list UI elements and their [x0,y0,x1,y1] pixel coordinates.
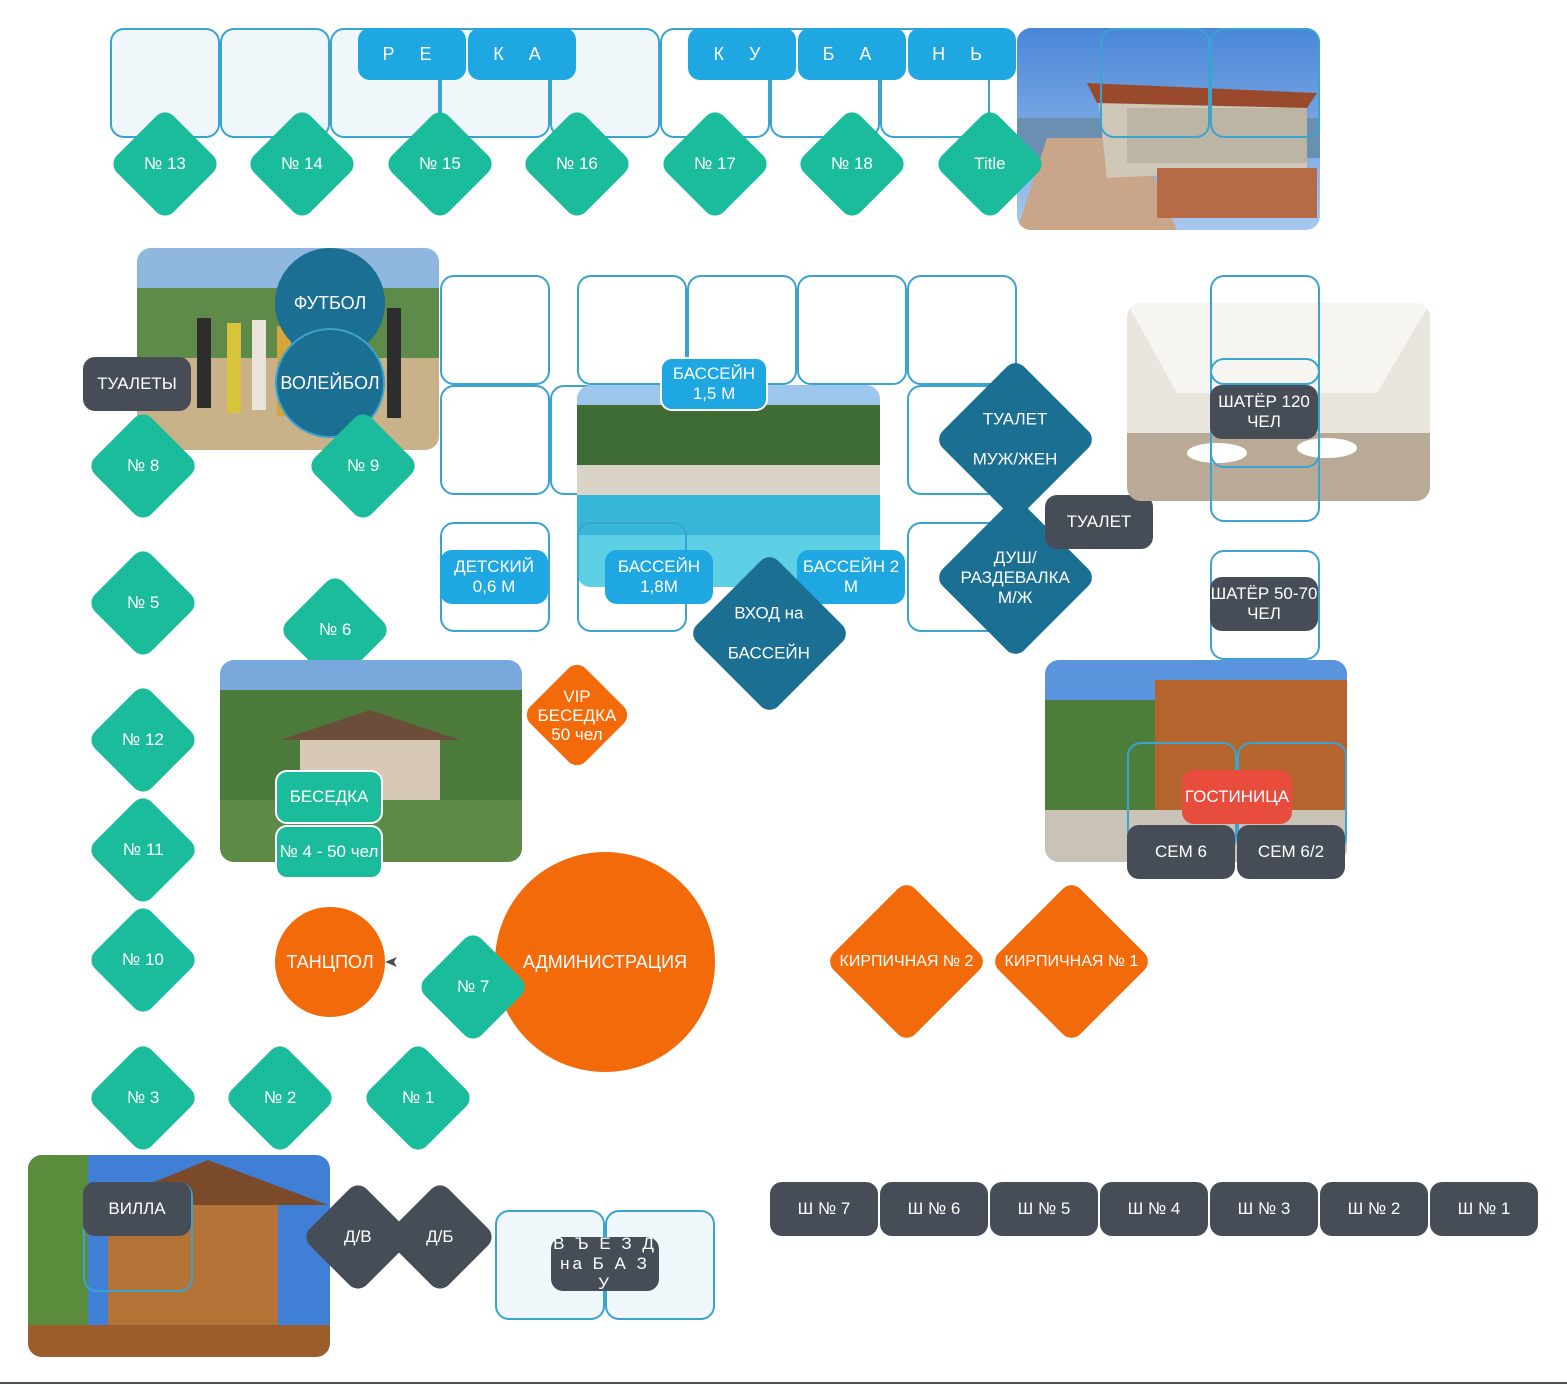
cottage-12[interactable]: № 12 [86,683,200,797]
brick-building-2[interactable]: КИРПИЧНАЯ № 2 [825,880,988,1043]
pool-grid-cell [577,275,687,385]
tent-sh-2[interactable]: Ш № 2 [1320,1182,1428,1236]
gazebo-4-50[interactable]: № 4 - 50 чел [275,825,383,879]
river-label-part: К А [468,28,576,80]
pool-grid-cell [797,275,907,385]
hotel-label[interactable]: ГОСТИНИЦА [1182,770,1292,824]
top-cabin-outline [220,28,330,138]
pool-kids[interactable]: ДЕТСКИЙ 0,6 М [440,550,548,604]
tent-sh-4[interactable]: Ш № 4 [1100,1182,1208,1236]
base-entrance[interactable]: В Ъ Е З Д на Б А З У [551,1234,659,1293]
tent-120[interactable]: ШАТЁР 120 ЧЕЛ [1210,385,1318,439]
cottage-5[interactable]: № 5 [86,546,200,660]
toilet[interactable]: ТУАЛЕТ [1045,495,1153,549]
river-label-part: Н Ь [908,28,1016,80]
cottage-10[interactable]: № 10 [86,903,200,1017]
toilets-sports[interactable]: ТУАЛЕТЫ [83,357,191,411]
cottage-2[interactable]: № 2 [223,1041,337,1155]
top-cabin-outline [1100,28,1210,138]
river-label-part: Б А [798,28,906,80]
pool-1-5m[interactable]: БАССЕЙН 1,5 М [660,357,768,411]
cottage-1[interactable]: № 1 [361,1041,475,1155]
pool-2m[interactable]: БАССЕЙН 2 М [797,550,905,604]
tent-sh-7[interactable]: Ш № 7 [770,1182,878,1236]
river-label-part: К У [688,28,796,80]
river-label-part: Р Е [358,28,466,80]
tent-sh-3[interactable]: Ш № 3 [1210,1182,1318,1236]
gazebo-label[interactable]: БЕСЕДКА [275,770,383,824]
sem-6-2[interactable]: СЕМ 6/2 [1237,825,1345,879]
pool-1-8m[interactable]: БАССЕЙН 1,8М [605,550,713,604]
bottom-divider [0,1382,1567,1384]
tent-sh-6[interactable]: Ш № 6 [880,1182,988,1236]
tent-50-70[interactable]: ШАТЁР 50-70 ЧЕЛ [1210,577,1318,631]
tent-outline [1210,275,1320,385]
tent-sh-1[interactable]: Ш № 1 [1430,1182,1538,1236]
villa[interactable]: ВИЛЛА [83,1182,191,1236]
tent-sh-5[interactable]: Ш № 5 [990,1182,1098,1236]
football-field[interactable]: ФУТБОЛ [275,248,385,358]
brick-building-1[interactable]: КИРПИЧНАЯ № 1 [990,880,1153,1043]
cottage-11[interactable]: № 11 [86,793,200,907]
pool-grid-cell [440,385,550,495]
volleyball-field[interactable]: ВОЛЕЙБОЛ [275,328,385,438]
administration[interactable]: АДМИНИСТРАЦИЯ [495,852,715,1072]
db[interactable]: Д/Б [383,1180,497,1294]
vip-gazebo[interactable]: VIP БЕСЕДКА 50 чел [521,659,633,771]
pool-grid-cell [440,275,550,385]
top-cabin-outline [1210,28,1320,138]
tent-photo [1127,303,1430,501]
pool-grid-cell [907,275,1017,385]
sem-6[interactable]: СЕМ 6 [1127,825,1235,879]
cottage-3[interactable]: № 3 [86,1041,200,1155]
dance-floor[interactable]: ТАНЦПОЛ [275,907,385,1017]
arrow-left-icon [385,955,399,969]
